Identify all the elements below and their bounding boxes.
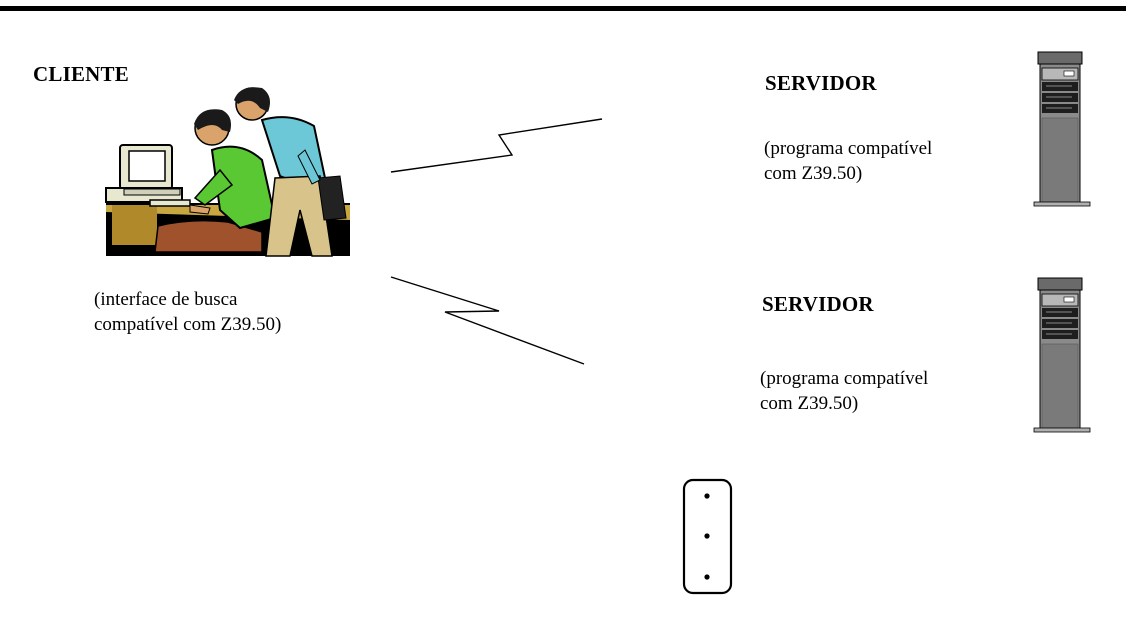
network-link-icon [390, 118, 603, 365]
server-1-caption-line-1: (programa compatível [764, 138, 933, 159]
server-tower-icon [1033, 277, 1091, 433]
link-to-server-1 [390, 118, 603, 173]
users-at-computer-icon [105, 87, 350, 257]
server-1-title: SERVIDOR [765, 71, 877, 95]
client-caption-line-2: compatível com Z39.50) [94, 314, 282, 335]
server-1-caption-line-2: com Z39.50) [764, 163, 863, 184]
server-1-caption: (programa compatível com Z39.50) [764, 136, 932, 186]
server-2-caption-line-1: (programa compatível [760, 368, 929, 389]
client-title: CLIENTE [33, 62, 129, 86]
vertical-ellipsis-icon [682, 478, 733, 595]
server-2-caption: (programa compatível com Z39.50) [760, 366, 928, 416]
server-2-caption-line-2: com Z39.50) [760, 393, 859, 414]
server-tower-icon [1033, 51, 1091, 207]
top-rule [0, 6, 1126, 11]
client-caption-line-1: (interface de busca [94, 289, 238, 310]
link-to-server-2 [390, 276, 585, 365]
client-caption: (interface de busca compatível com Z39.5… [94, 287, 281, 337]
server-2-title: SERVIDOR [762, 292, 874, 316]
